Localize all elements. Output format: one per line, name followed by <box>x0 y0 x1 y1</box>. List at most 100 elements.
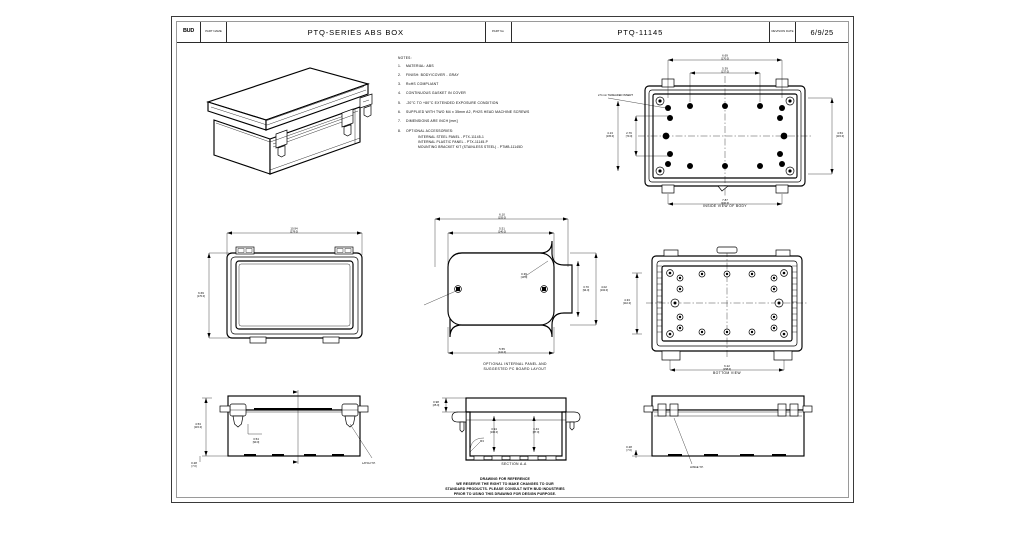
dim-sec-inner-mm: [87.0] <box>533 430 540 434</box>
note-number: 2. <box>398 72 402 77</box>
dim-left-v-mm: [105.0] <box>606 134 614 138</box>
dim-sec-lid-mm: [25.0] <box>433 403 440 407</box>
part-name-value: PTQ-SERIES ABS BOX <box>227 22 486 42</box>
dim-top-outer-mm: [170.0] <box>721 56 729 60</box>
dim-width-mm: [278.0] <box>290 229 298 233</box>
threaded-insert <box>687 163 693 169</box>
hinge-left-group <box>657 403 679 417</box>
dim-front-h-in: 4.53 <box>195 422 201 426</box>
revision-date-label: REVISION DATE <box>770 22 796 42</box>
accessory-item: INTERNAL STEEL PANEL - PTX-11145-1 <box>418 135 484 140</box>
threaded-insert <box>780 132 788 140</box>
threaded-insert <box>665 161 671 167</box>
dim-front-in-in: 3.54 <box>253 437 259 441</box>
threaded-insert <box>667 151 673 157</box>
dim-panel-rin-in: 3.70 <box>583 285 589 289</box>
dim-top-inner-in: 5.39 <box>722 67 728 71</box>
dim-sec-depth-in: 3.94 <box>491 427 497 431</box>
dim-bottom-w-in: 6.22 <box>724 364 730 368</box>
note-item: 8. OPTIONAL ACCESSORIES: <box>398 129 613 134</box>
iso-lid-inset2 <box>210 89 367 126</box>
note-text: CONTINUOUS GASKET IN COVER <box>406 91 466 96</box>
iso-latch-front <box>275 129 288 158</box>
bottom-rib-pattern <box>657 265 797 333</box>
latch-tab <box>322 336 340 344</box>
panel-hole-right <box>540 285 548 293</box>
dim-width-in: 10.94 <box>290 227 298 231</box>
iso-lid-inset <box>212 86 365 121</box>
iso-latch-right <box>341 108 354 137</box>
foot <box>244 454 256 457</box>
hinge-tab <box>775 249 791 257</box>
dim-panel-radius-mm: [10.0] <box>521 275 528 279</box>
foot <box>304 454 316 457</box>
disclaimer-block: DRAWING FOR REFERENCE WE RESERVE THE RIG… <box>380 477 630 497</box>
latch-right <box>341 403 359 428</box>
top-tab <box>716 246 738 254</box>
view-isometric <box>192 62 392 177</box>
dim-right-v-mm: [115.0] <box>836 134 844 138</box>
rear-body <box>651 409 805 457</box>
notes-block: NOTES: 1. MATERIAL: ABS 2. FINISH: BODY/… <box>398 56 613 149</box>
leader-line <box>349 423 373 459</box>
foot <box>272 454 284 457</box>
corner-boss-hole <box>658 169 662 173</box>
hinge-tab <box>334 246 354 255</box>
foot <box>668 454 682 457</box>
threaded-insert <box>779 105 785 111</box>
dim-panel-rin-mm: [94.0] <box>583 288 590 292</box>
side-tab-right <box>802 405 813 413</box>
view-internal-panel: 6.10 [155.0] 5.51 [140.0] 5.55 [141.0] 4… <box>420 205 615 377</box>
view-section-aa: 0.98 [25.0] 3.94 [100.0] 3.43 [87.0] R3 … <box>424 390 604 480</box>
view-label-panel-1: OPTIONAL INTERNAL PANEL AND <box>483 362 547 366</box>
view-inside-body: 6.69 [170.0] 5.39 [137.0] 7.87 [200.0] 4… <box>598 46 850 214</box>
threaded-insert <box>722 163 728 169</box>
dim-panel-right-mm: [102.0] <box>600 288 608 292</box>
part-no-label: PART No <box>486 22 512 42</box>
hinge-left <box>451 411 467 433</box>
panel-hole-left <box>454 285 462 293</box>
note-number: 6. <box>398 110 402 115</box>
view-label-inside-body: INSIDE VIEW OF BODY <box>703 204 747 208</box>
hinge-label: HINGE T.P. <box>690 465 704 469</box>
section-feet <box>473 455 557 461</box>
bottom-notch <box>717 185 729 192</box>
dim-panel-bottom-in: 5.55 <box>499 347 505 351</box>
hinge-right-group <box>777 403 799 417</box>
leader-line <box>423 290 457 306</box>
corner-boss-hole <box>788 169 792 173</box>
view-label-bottom: BOTTOM VIEW <box>713 371 741 375</box>
hinge-detail <box>336 248 344 253</box>
latch-tab <box>775 184 789 194</box>
dim-front-in-mm: [90.0] <box>253 440 260 444</box>
note-text: SUPPLIED WITH TWO M4 x 35mm A2, PH2S HEA… <box>406 110 530 115</box>
threaded-insert <box>757 103 763 109</box>
part-name-label: PART NAME <box>201 22 227 42</box>
latch-label: LATCH T.P. <box>362 461 376 465</box>
dim-front-h-mm: [115.0] <box>194 425 202 429</box>
note-item: 7. DIMENSIONS ARE INCH [mm] <box>398 120 613 124</box>
top-inner <box>235 260 354 330</box>
dim-sec-depth-mm: [100.0] <box>490 430 498 434</box>
latch-left <box>229 403 247 428</box>
note-number: 1. <box>398 63 402 68</box>
view-top: 10.94 [278.0] 6.69 [170.0] <box>192 215 392 347</box>
dim-left-v-in: 4.13 <box>607 131 613 135</box>
view-label-panel-2: SUGGESTED PC BOARD LAYOUT <box>483 367 547 371</box>
threaded-insert <box>687 103 693 109</box>
note-text: RoHS COMPLIANT <box>406 82 439 87</box>
corner-boss-hole <box>788 99 792 103</box>
gasket-band <box>254 408 332 410</box>
dim-bottom-h-mm: [110.0] <box>623 301 631 305</box>
note-text: FINISH: BODY/COVER - GRAY <box>406 72 459 77</box>
hinge-detail <box>344 248 352 253</box>
dim-panel-right-in: 4.02 <box>601 285 607 289</box>
panel-outline-main <box>447 252 555 326</box>
dim-panel-inner-in: 5.51 <box>499 227 505 231</box>
side-tab-left <box>219 405 231 413</box>
section-body-walls <box>465 411 567 461</box>
dim-height-in: 6.69 <box>198 291 204 295</box>
boss-group <box>666 269 788 338</box>
section-lid <box>465 397 567 413</box>
